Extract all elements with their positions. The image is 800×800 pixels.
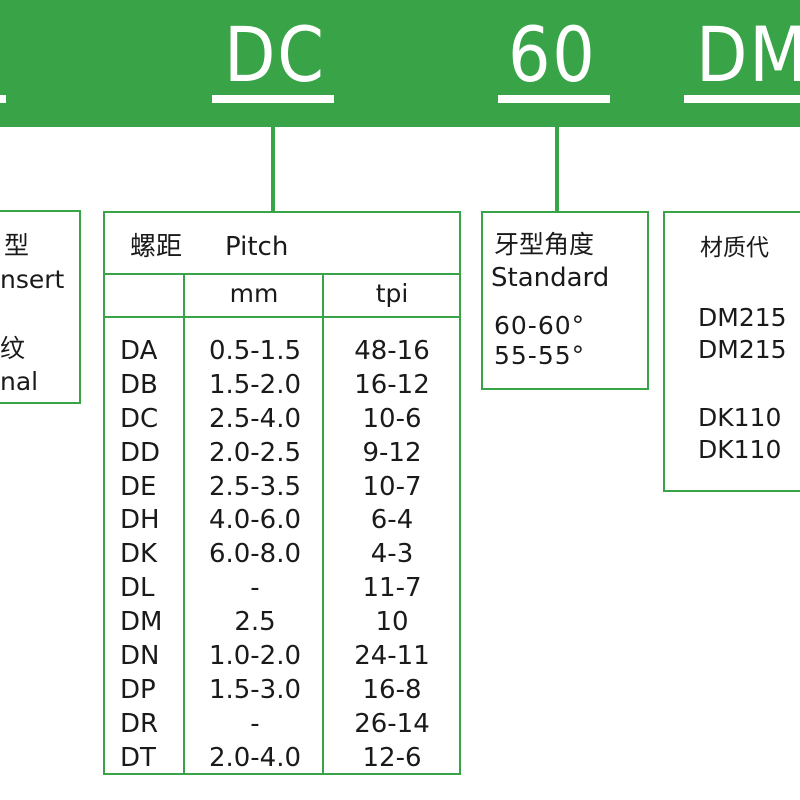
pitch-code-cell: DA (120, 336, 158, 366)
angle-title-en: Standard (491, 263, 610, 293)
table-row: DM 2.5 10 (0, 605, 460, 639)
pitch-tpi-cell: 16-12 (354, 369, 430, 400)
pitch-tpi-cell: 10-6 (362, 403, 422, 434)
pitch-col-divider-2 (322, 273, 324, 775)
table-row: DK 6.0-8.0 4-3 (0, 537, 460, 571)
connector-pitch (271, 127, 275, 213)
pitch-code-cell: DL (120, 573, 155, 604)
pitch-col-mm: mm (229, 279, 279, 308)
pitch-mm-cell: 2.0-2.5 (208, 437, 302, 468)
code-underline-material (684, 95, 800, 103)
pitch-code-cell: DM (120, 607, 163, 638)
pitch-title-en: Pitch (225, 232, 289, 262)
code-segment-material: DM (696, 10, 800, 99)
code-segment-angle: 60 (508, 10, 597, 99)
pitch-table-box (103, 211, 461, 775)
insert-sub-cn: 纹 (0, 334, 26, 363)
pitch-mm-cell: 1.0-2.0 (208, 641, 302, 672)
pitch-title-cn: 螺距 (130, 232, 183, 262)
material-title-cn: 材质代 (700, 235, 769, 261)
pitch-tpi-cell: 16-8 (362, 674, 422, 705)
table-row: DB 1.5-2.0 16-12 (0, 368, 460, 402)
table-row: DT 2.0-4.0 12-6 (0, 741, 460, 775)
angle-title-cn: 牙型角度 (494, 230, 595, 259)
pitch-mm-cell: 1.5-3.0 (208, 674, 302, 705)
pitch-tpi-cell: 48-16 (354, 336, 430, 366)
pitch-tpi-cell: 11-7 (362, 573, 422, 604)
pitch-mm-cell: 0.5-1.5 (208, 336, 302, 366)
table-row: DH 4.0-6.0 6-4 (0, 503, 460, 537)
pitch-code-cell: DR (120, 708, 159, 739)
pitch-tpi-cell: 26-14 (354, 708, 430, 739)
pitch-mm-cell: 2.5-3.5 (208, 471, 302, 502)
table-row: DE 2.5-3.5 10-7 (0, 470, 460, 504)
pitch-code-cell: DT (120, 742, 156, 773)
pitch-code-cell: DP (120, 674, 156, 705)
pitch-code-cell: DK (120, 539, 158, 570)
pitch-mm-cell: - (250, 708, 260, 739)
pitch-mm-cell: 2.0-4.0 (208, 742, 302, 773)
table-row: DR - 26-14 (0, 707, 460, 741)
pitch-col-divider-1 (183, 273, 185, 775)
pitch-mm-cell: 1.5-2.0 (208, 369, 302, 400)
pitch-subheader-divider (103, 316, 461, 318)
pitch-tpi-cell: 9-12 (362, 437, 422, 468)
material-item-3: DK110 (698, 403, 782, 432)
pitch-mm-cell: - (250, 573, 260, 604)
pitch-code-cell: DH (120, 505, 160, 536)
table-row: DA 0.5-1.5 48-16 (0, 334, 460, 368)
code-underline-angle (498, 95, 610, 103)
pitch-col-tpi: tpi (375, 279, 409, 308)
angle-item-2: 55-55° (494, 341, 586, 370)
pitch-mm-cell: 2.5 (234, 607, 276, 638)
material-box (663, 211, 800, 492)
pitch-tpi-cell: 10-7 (362, 471, 422, 502)
connector-angle (555, 127, 559, 213)
insert-title-cn: 型 (4, 231, 30, 260)
material-item-4: DK110 (698, 435, 782, 464)
material-item-1: DM215 (698, 303, 787, 332)
pitch-tpi-cell: 12-6 (362, 742, 422, 773)
pitch-code-cell: DC (120, 403, 159, 434)
table-row: DN 1.0-2.0 24-11 (0, 639, 460, 673)
pitch-mm-cell: 4.0-6.0 (208, 505, 302, 536)
pitch-tpi-cell: 4-3 (370, 539, 414, 570)
material-item-2: DM215 (698, 335, 787, 364)
pitch-code-cell: DD (120, 437, 161, 468)
pitch-tpi-cell: 24-11 (354, 641, 430, 672)
pitch-tpi-cell: 10 (375, 607, 409, 638)
code-segment-pitch: DC (224, 10, 326, 99)
pitch-header-divider (103, 273, 461, 275)
insert-sub-en: nal (0, 367, 39, 396)
table-row: DD 2.0-2.5 9-12 (0, 436, 460, 470)
pitch-mm-cell: 2.5-4.0 (208, 403, 302, 434)
code-underline-pitch (212, 95, 334, 103)
pitch-code-cell: DE (120, 471, 157, 502)
angle-item-1: 60-60° (494, 311, 586, 340)
insert-type-box (0, 210, 81, 404)
insert-title-en: nsert (0, 265, 65, 294)
pitch-mm-cell: 6.0-8.0 (208, 539, 302, 570)
code-underline-insert (0, 95, 6, 103)
pitch-code-cell: DB (120, 369, 158, 400)
table-row: DC 2.5-4.0 10-6 (0, 402, 460, 436)
pitch-code-cell: DN (120, 641, 160, 672)
angle-box (481, 211, 649, 390)
table-row: DP 1.5-3.0 16-8 (0, 673, 460, 707)
table-row: DL - 11-7 (0, 571, 460, 605)
code-band: DC 60 DM (0, 0, 800, 127)
pitch-tpi-cell: 6-4 (370, 505, 414, 536)
